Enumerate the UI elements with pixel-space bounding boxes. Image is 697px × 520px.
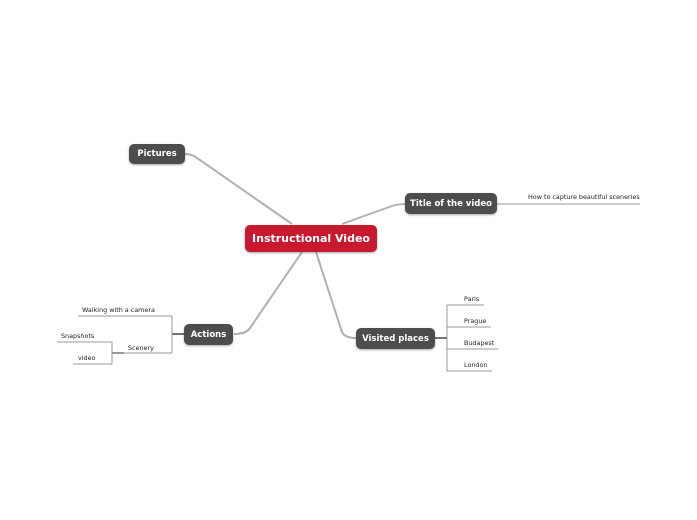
topic-title-of-video[interactable]: Title of the video — [405, 193, 497, 214]
subtopic-video[interactable]: video — [78, 354, 96, 362]
central-topic[interactable]: Instructional Video — [245, 225, 377, 252]
topic-actions-label: Actions — [190, 329, 227, 340]
subtopic-scenery[interactable]: Scenery — [128, 344, 154, 352]
topic-pictures-label: Pictures — [137, 149, 177, 159]
topic-pictures[interactable]: Pictures — [129, 144, 185, 164]
topic-actions[interactable]: Actions — [184, 324, 233, 345]
subtopic-budapest[interactable]: Budapest — [464, 339, 495, 347]
topic-visited-places[interactable]: Visited places — [356, 328, 435, 349]
subtopic-london[interactable]: London — [464, 361, 488, 369]
subtopic-how-to-capture[interactable]: How to capture beautiful sceneries — [528, 193, 640, 201]
subtopic-paris[interactable]: Paris — [464, 295, 480, 303]
central-topic-label: Instructional Video — [252, 232, 370, 245]
subtopic-snapshots[interactable]: Snapshots — [61, 332, 95, 340]
topic-title-label: Title of the video — [410, 198, 492, 209]
topic-visited-label: Visited places — [362, 333, 429, 344]
subtopic-prague[interactable]: Prague — [464, 317, 487, 325]
subtopic-walking-with-camera[interactable]: Walking with a camera — [82, 306, 155, 314]
